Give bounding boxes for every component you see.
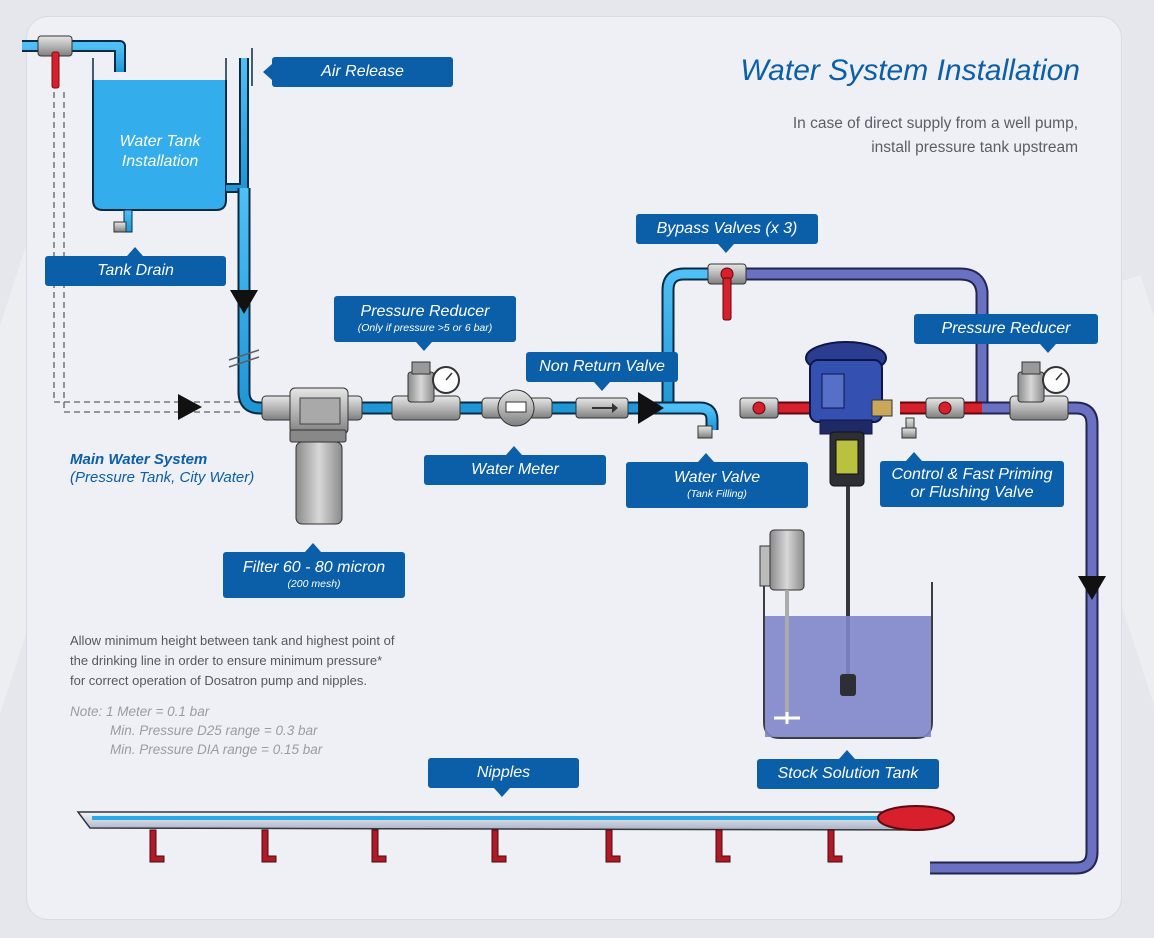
- page-title: Water System Installation: [740, 54, 1080, 87]
- water-valve-label: Water Valve (Tank Filling): [626, 453, 808, 508]
- callout-pointer: [506, 446, 522, 455]
- pressure-reducer-2: [1009, 361, 1070, 421]
- air-release-pipe: [226, 48, 253, 193]
- flow-arrow: [1078, 576, 1106, 600]
- callout-pointer: [416, 342, 432, 351]
- callout-pointer: [839, 750, 855, 759]
- callout-pointer: [1040, 344, 1056, 353]
- note-line: Note: 1 Meter = 0.1 bar: [70, 704, 210, 719]
- water-meter: [481, 389, 553, 427]
- air-release-label: Air Release: [263, 57, 453, 87]
- stock-solution-tank-label: Stock Solution Tank: [757, 750, 939, 789]
- pipe-break-mark: [228, 349, 260, 368]
- callout-pointer: [494, 788, 510, 797]
- tank-label-line: Installation: [121, 153, 199, 170]
- note-line: Min. Pressure D25 range = 0.3 bar: [110, 723, 318, 738]
- main-water-system-subtitle: (Pressure Tank, City Water): [70, 469, 255, 486]
- water-tank: [92, 58, 227, 211]
- drinking-line: [76, 805, 955, 831]
- main-water-pipe: [237, 188, 660, 415]
- main-water-system-label: Main Water System (Pressure Tank, City W…: [70, 451, 254, 487]
- bypass-pipe: [661, 267, 740, 408]
- subtitle-line: In case of direct supply from a well pum…: [792, 115, 1078, 132]
- main-water-system-title: Main Water System: [70, 451, 208, 468]
- instruction-line: Allow minimum height between tank and hi…: [70, 633, 395, 648]
- callout-pointer: [263, 64, 272, 80]
- bypass-valves-label: Bypass Valves (x 3): [636, 214, 818, 253]
- callout-pointer: [127, 247, 143, 256]
- inlet-valve: [37, 35, 73, 89]
- bypass-valve-top: [707, 263, 747, 321]
- note-line: Min. Pressure DIA range = 0.15 bar: [110, 742, 323, 757]
- nipples-label: Nipples: [428, 758, 579, 797]
- instruction-line: the drinking line in order to ensure min…: [70, 653, 383, 668]
- pressure-note: Note: 1 Meter = 0.1 bar Min. Pressure D2…: [70, 702, 322, 759]
- flow-arrow: [178, 394, 202, 420]
- water-tank-label: Water Tank Installation: [95, 132, 225, 172]
- pressure-reducer-1: [391, 361, 461, 421]
- non-return-valve: [575, 397, 629, 419]
- mixer-motor: [759, 529, 805, 724]
- water-valve-branch: [660, 401, 719, 439]
- instruction-line: for correct operation of Dosatron pump a…: [70, 673, 368, 688]
- flow-arrow: [638, 392, 664, 424]
- nipple-row: [149, 829, 843, 863]
- pressure-reducer-1-label: Pressure Reducer (Only if pressure >5 or…: [334, 296, 516, 351]
- callout-pointer: [906, 452, 922, 461]
- tank-drain-label: Tank Drain: [45, 247, 226, 286]
- non-return-valve-label: Non Return Valve: [526, 352, 678, 391]
- treated-water-pipe: [740, 267, 1099, 875]
- tank-label-line: Water Tank: [119, 133, 201, 150]
- control-valve-label: Control & Fast Priming or Flushing Valve: [880, 452, 1064, 507]
- subtitle-line: install pressure tank upstream: [871, 139, 1078, 156]
- filter-label: Filter 60 - 80 micron (200 mesh): [223, 543, 405, 598]
- height-instruction: Allow minimum height between tank and hi…: [70, 631, 450, 691]
- callout-pointer: [718, 244, 734, 253]
- callout-pointer: [698, 453, 714, 462]
- tank-drain-valve: [113, 209, 133, 233]
- pressure-reducer-2-label: Pressure Reducer: [914, 314, 1098, 353]
- flow-arrow: [230, 290, 258, 314]
- bypass-valve-left: [739, 397, 779, 419]
- callout-pointer: [305, 543, 321, 552]
- bypass-valve-right: [925, 397, 965, 419]
- water-meter-label: Water Meter: [424, 446, 606, 485]
- callout-pointer: [594, 382, 610, 391]
- flushing-valve: [901, 417, 917, 439]
- page-subtitle: In case of direct supply from a well pum…: [600, 112, 1078, 160]
- filter: [261, 387, 363, 525]
